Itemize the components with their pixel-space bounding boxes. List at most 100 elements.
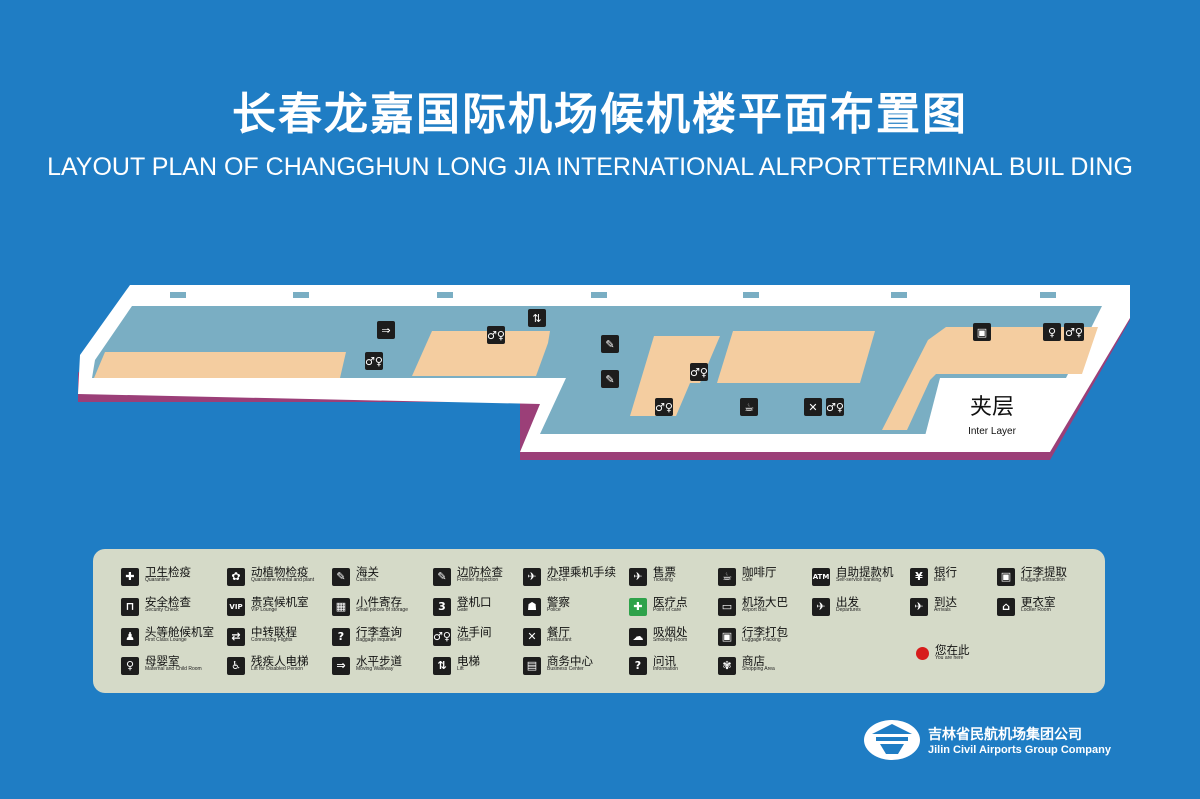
legend-label-cn: 小件寄存 [356, 595, 402, 609]
bank-icon: ¥ [910, 568, 928, 586]
map-title: 长春龙嘉国际机场候机楼平面布置图 [232, 89, 968, 140]
toilets-icon: ♂♀ [690, 363, 708, 381]
svg-text:♂♀: ♂♀ [826, 401, 844, 414]
map-subtitle: LAYOUT PLAN OF CHANGGHUN LONG JIA INTERN… [47, 153, 1133, 181]
luggage-packing-icon: ▣ [718, 628, 736, 646]
legend-label-cn: 边防检查 [457, 565, 503, 579]
legend-label-cn: 残疾人电梯 [251, 654, 309, 668]
skylights [170, 292, 1056, 298]
departures-icon: ✈ [812, 598, 830, 616]
legend-label-en: Smoking Room [653, 637, 688, 644]
lift-icon: ⇅ [433, 657, 451, 675]
legend-label-en: Baggage Extraction [1021, 577, 1065, 584]
room-west-central [412, 331, 550, 376]
business-center-icon: ▤ [523, 657, 541, 675]
maternal-child-icon: ♀ [1043, 323, 1061, 341]
legend-label-cn: 行李查询 [356, 625, 402, 639]
you-are-here-dot [916, 647, 929, 660]
legend-label-en: VIP Lounge [251, 607, 278, 614]
you-are-here: 您在此 You are here [916, 644, 970, 661]
legend-label-cn: 商店 [742, 654, 765, 668]
room-central [717, 331, 875, 383]
legend-label-en: Gate [457, 607, 468, 614]
legend-label-cn: 母婴室 [145, 654, 180, 668]
legend-label-cn: 到达 [934, 595, 957, 609]
legend-label-en: Maternal and Child Room [145, 666, 202, 673]
legend-label-en: Security Check [145, 607, 179, 614]
legend-label-cn: 更衣室 [1021, 595, 1056, 609]
legend-label-cn: 海关 [356, 565, 379, 579]
customs-icon: ✎ [332, 568, 350, 586]
baggage-inquiries-icon: ? [332, 628, 350, 646]
inter-layer-area [925, 378, 1078, 436]
legend-label-cn: 洗手间 [457, 625, 492, 639]
legend-label-cn: 出发 [836, 595, 859, 609]
svg-text:▣: ▣ [977, 326, 987, 339]
legend-label-en: Locker Room [1021, 607, 1051, 614]
legend-label-en: Baggage inquiries [356, 637, 397, 644]
svg-text:♂♀: ♂♀ [1065, 326, 1083, 339]
vip-icon: VIP [227, 598, 245, 616]
toilets-icon: ♂♀ [365, 352, 383, 370]
inter-layer-label-en: Inter Layer [968, 426, 1016, 437]
legend-label-cn: 办理乘机手续 [547, 565, 616, 579]
room-west [94, 352, 346, 378]
legend-label-cn: 吸烟处 [653, 625, 688, 639]
legend-label-en: Point of care [653, 607, 682, 614]
legend-label-cn: 行李打包 [742, 625, 788, 639]
legend-label-en: Shopping Area [742, 666, 775, 673]
legend-label-cn: 中转联程 [251, 625, 297, 639]
cafe-icon: ☕ [718, 568, 736, 586]
legend-label-en: Lift [457, 666, 464, 673]
legend-label-cn: 登机口 [457, 595, 492, 609]
legend-label-cn: 售票 [653, 565, 676, 579]
legend-label-cn: 卫生检疫 [145, 565, 191, 579]
legend-label-en: Police [547, 607, 561, 614]
legend-label-en: Moving Walkway [356, 666, 394, 673]
baggage-extraction-icon: ▣ [997, 568, 1015, 586]
first-class-lounge-icon: ♟ [121, 628, 139, 646]
company-name-cn: 吉林省民航机场集团公司 [928, 727, 1082, 743]
first-aid-icon: ✚ [629, 598, 647, 616]
legend-label-en: Check-in [547, 577, 567, 584]
smoking-room-icon: ☁ [629, 628, 647, 646]
disabled-lift-icon: ♿ [227, 657, 245, 675]
maternal-child-icon: ♀ [121, 657, 139, 675]
quarantine-icon: ✚ [121, 568, 139, 586]
room-central-left [630, 336, 720, 416]
moving-walkway-icon: ⇒ [377, 321, 395, 339]
atm-icon: ATM [812, 568, 830, 586]
legend-label-cn: 咖啡厅 [742, 565, 777, 579]
legend-label-cn: 餐厅 [547, 625, 570, 639]
room-east [882, 327, 1098, 430]
lift-icon: ⇅ [528, 309, 546, 327]
airport-bus-icon: ▭ [718, 598, 736, 616]
legend-label-en: Cafe [742, 577, 753, 584]
customs-icon: ✎ [601, 370, 619, 388]
cafe-icon: ☕ [740, 398, 758, 416]
legend-label-cn: 问讯 [653, 654, 676, 668]
you-are-here-cn: 您在此 [935, 643, 970, 657]
legend-label-cn: 商务中心 [547, 654, 593, 668]
toilets-icon: ♂♀ [826, 398, 844, 416]
legend-label-en: Connecting Flights [251, 637, 293, 644]
company-name-en: Jilin Civil Airports Group Company [928, 744, 1111, 756]
